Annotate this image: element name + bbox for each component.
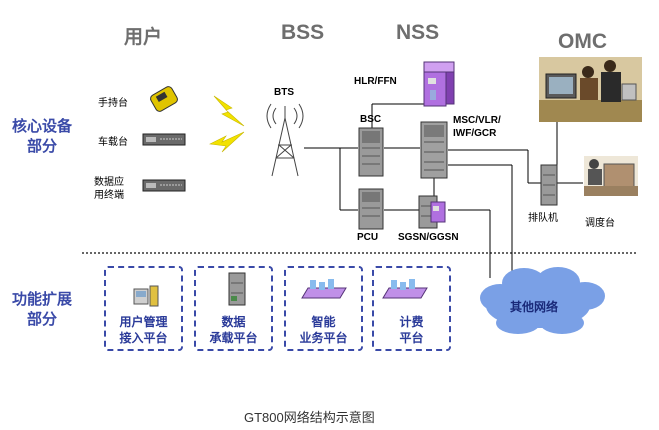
platform-smart-service-line2: 业务平台: [299, 331, 348, 345]
header-omc: OMC: [558, 30, 607, 53]
header-user: 用户: [124, 26, 163, 48]
lightning-icon-2: [208, 131, 245, 153]
msc-label-line2: IWF/GCR: [453, 128, 497, 139]
msc-label-line1: MSC/VLR/: [453, 115, 501, 126]
data-terminal-icon: [142, 179, 186, 192]
platform-data-bearer-label: 数据 承载平台: [196, 314, 271, 346]
platform-user-access: 用户管理 接入平台: [104, 266, 183, 351]
platform-smart-service-line1: 智能: [311, 315, 336, 329]
bsc-label: BSC: [360, 114, 382, 125]
other-networks-cloud: [480, 267, 605, 334]
smart-service-platform-icon: [301, 279, 347, 299]
func-label-line2: 部分: [26, 310, 57, 328]
platform-billing-line2: 平台: [399, 331, 424, 345]
vehicle-label: 车载台: [98, 137, 128, 148]
user-access-platform-icon: [133, 285, 159, 307]
platform-billing-line1: 计费: [399, 315, 424, 329]
lightning-icon-1: [213, 95, 245, 127]
func-section-label: 功能扩展 部分: [2, 289, 82, 329]
core-section-label: 核心设备 部分: [2, 116, 82, 156]
platform-data-bearer-line1: 数据: [221, 315, 246, 329]
sgsn-rack-icon: [418, 195, 446, 229]
msc-label: MSC/VLR/ IWF/GCR: [453, 114, 501, 140]
header-nss: NSS: [396, 21, 440, 44]
bsc-rack-icon: [358, 127, 384, 177]
platform-billing: 计费 平台: [372, 266, 451, 351]
cloud-label: 其他网络: [510, 300, 559, 314]
handheld-label: 手持台: [98, 98, 128, 109]
platform-user-access-line1: 用户管理: [119, 315, 168, 329]
header-bss: BSS: [281, 21, 325, 44]
vehicle-radio-icon: [142, 133, 186, 146]
hlr-label: HLR/FFN: [354, 76, 397, 87]
bts-tower-icon: [266, 103, 304, 177]
sgsn-label: SGSN/GGSN: [398, 232, 459, 243]
func-label-line1: 功能扩展: [11, 290, 72, 308]
core-label-line2: 部分: [26, 137, 57, 155]
queue-machine-icon: [540, 164, 558, 206]
dispatcher-console-photo: [584, 156, 638, 196]
platform-billing-label: 计费 平台: [374, 314, 449, 346]
dispatch-label: 调度台: [585, 218, 615, 229]
diagram-caption: GT800网络结构示意图: [244, 410, 375, 425]
platform-data-bearer-line2: 承载平台: [209, 331, 258, 345]
platform-user-access-line2: 接入平台: [119, 331, 168, 345]
data-terminal-label-line1: 数据应: [94, 177, 124, 188]
platform-smart-service-label: 智能 业务平台: [286, 314, 361, 346]
platform-data-bearer: 数据 承载平台: [194, 266, 273, 351]
data-bearer-platform-icon: [228, 272, 246, 306]
core-label-line1: 核心设备: [11, 117, 72, 135]
data-terminal-label-line2: 用终端: [94, 190, 124, 201]
msc-rack-icon: [420, 121, 448, 179]
pcu-label: PCU: [357, 232, 379, 243]
bts-label: BTS: [274, 87, 294, 98]
billing-platform-icon: [382, 279, 428, 299]
data-terminal-label: 数据应 用终端: [94, 176, 124, 202]
omc-operators-photo: [539, 57, 642, 122]
hlr-server-icon: [423, 61, 455, 107]
connection-lines: [304, 103, 583, 278]
handheld-radio-icon: [150, 86, 178, 112]
pcu-rack-icon: [358, 188, 384, 230]
queue-label: 排队机: [528, 213, 558, 224]
platform-user-access-label: 用户管理 接入平台: [106, 314, 181, 346]
platform-smart-service: 智能 业务平台: [284, 266, 363, 351]
